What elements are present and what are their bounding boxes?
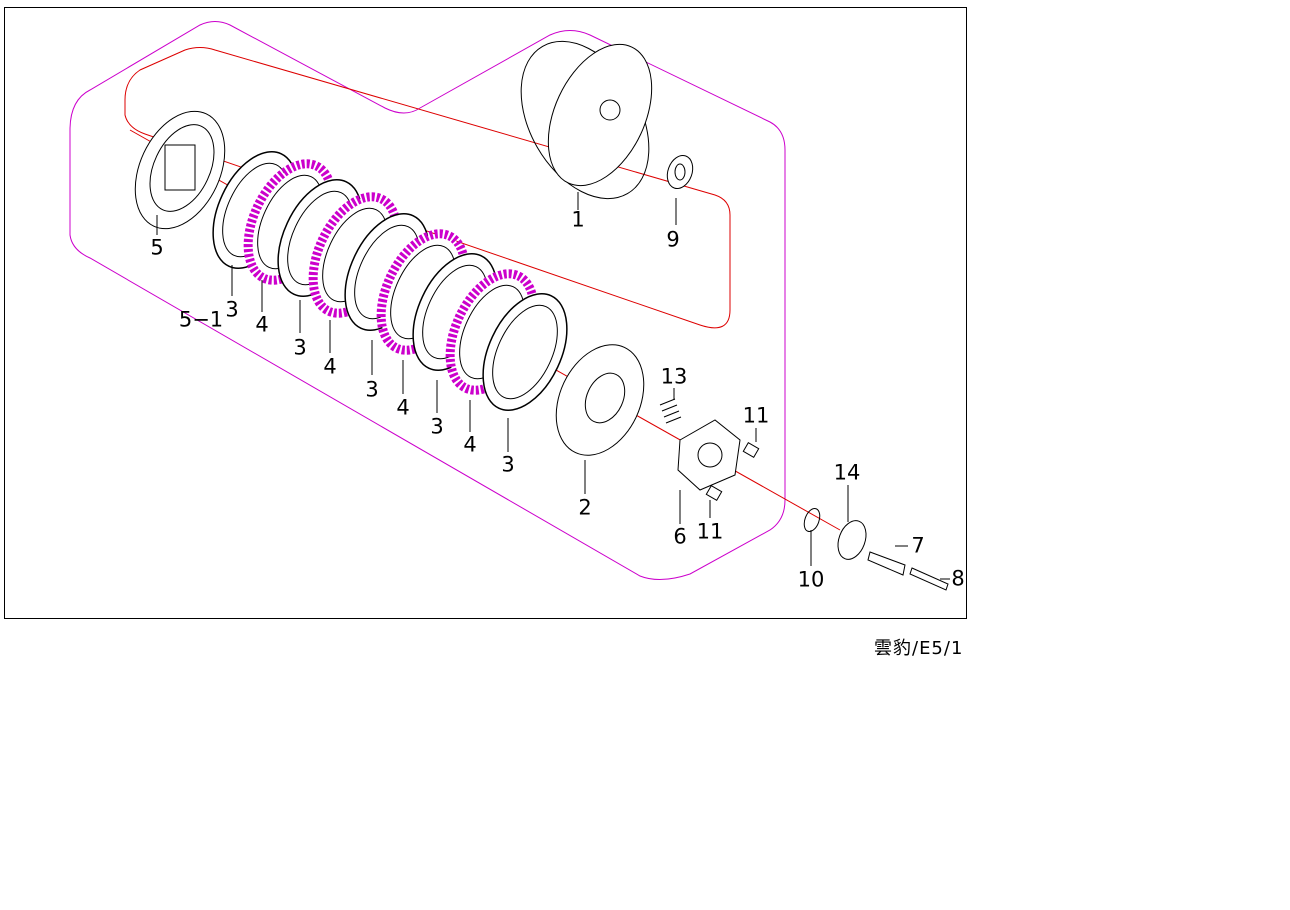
steel-plate-3 bbox=[482, 293, 568, 411]
sub-assembly-outline bbox=[124, 47, 731, 329]
callout-5-1: 5−1 bbox=[178, 307, 224, 332]
leader-lines bbox=[156, 192, 950, 580]
callout-8: 8 bbox=[951, 566, 965, 591]
callout-3b: 3 bbox=[293, 335, 307, 360]
assembly-outline bbox=[69, 21, 786, 580]
circlip-10 bbox=[803, 507, 821, 533]
lifter-plate-6 bbox=[677, 419, 741, 491]
pushrod-8 bbox=[909, 567, 949, 591]
callout-6: 6 bbox=[673, 524, 687, 549]
callout-11a: 11 bbox=[742, 403, 770, 428]
plate-inner-ring bbox=[492, 304, 558, 400]
callout-10: 10 bbox=[797, 567, 825, 592]
pressure-plate-2 bbox=[555, 344, 645, 456]
rod-7 bbox=[867, 551, 906, 576]
callout-4a: 4 bbox=[255, 312, 269, 337]
callout-4b: 4 bbox=[323, 354, 337, 379]
callout-2: 2 bbox=[578, 495, 592, 520]
clutch-plates bbox=[212, 151, 568, 411]
callout-9: 9 bbox=[666, 227, 680, 252]
callout-1: 1 bbox=[571, 207, 585, 232]
callout-3e: 3 bbox=[501, 452, 515, 477]
callout-4d: 4 bbox=[463, 432, 477, 457]
callout-4c: 4 bbox=[396, 395, 410, 420]
bolts-11 bbox=[705, 441, 760, 502]
washer-9 bbox=[666, 155, 694, 189]
clutch-housing-1 bbox=[520, 40, 653, 200]
callout-3a: 3 bbox=[225, 297, 239, 322]
clutch-hub-5 bbox=[134, 110, 226, 230]
callout-13: 13 bbox=[660, 364, 688, 389]
diagram-code: 雲豹/E5/1 bbox=[874, 638, 964, 659]
callout-14: 14 bbox=[833, 460, 861, 485]
callout-3d: 3 bbox=[430, 414, 444, 439]
callout-11b: 11 bbox=[696, 519, 724, 544]
spring-13 bbox=[659, 398, 682, 424]
callout-5: 5 bbox=[150, 235, 164, 260]
diagram-frame bbox=[4, 7, 967, 619]
callout-3c: 3 bbox=[365, 377, 379, 402]
callout-7: 7 bbox=[911, 533, 925, 558]
bearing-14 bbox=[837, 520, 867, 560]
